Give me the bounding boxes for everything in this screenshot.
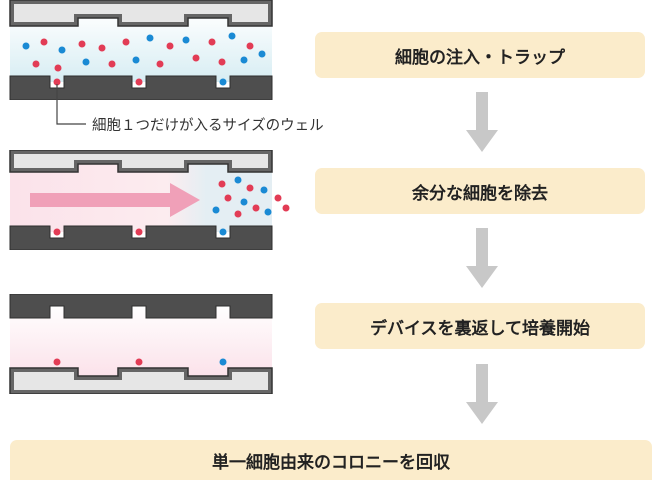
final-step-label: 単一細胞由来のコロニーを回収 [212, 452, 450, 473]
down-arrow-icon [466, 228, 498, 288]
down-arrow-icon [466, 364, 498, 424]
step-2-label: 余分な細胞を除去 [412, 183, 548, 204]
cell-group [53, 176, 290, 236]
device-flush-diagram [9, 150, 290, 250]
cell-group [53, 358, 227, 366]
device-flipped-diagram [9, 294, 273, 394]
step-3-label: デバイスを裏返して培養開始 [370, 318, 590, 339]
flow-arrow [30, 183, 200, 217]
step-3-box: デバイスを裏返して培養開始 [315, 303, 645, 349]
final-step-box: 単一細胞由来のコロニーを回収 [10, 440, 652, 480]
down-arrow-icon [466, 92, 498, 152]
cell-group [22, 32, 266, 86]
step-2-box: 余分な細胞を除去 [315, 168, 645, 214]
callout-leader-line [56, 84, 86, 125]
callout-well-size: 細胞１つだけが入るサイズのウェル [92, 118, 324, 134]
step-1-box: 細胞の注入・トラップ [315, 32, 645, 78]
step-1-label: 細胞の注入・トラップ [395, 47, 565, 68]
device-injection-diagram [9, 0, 273, 100]
